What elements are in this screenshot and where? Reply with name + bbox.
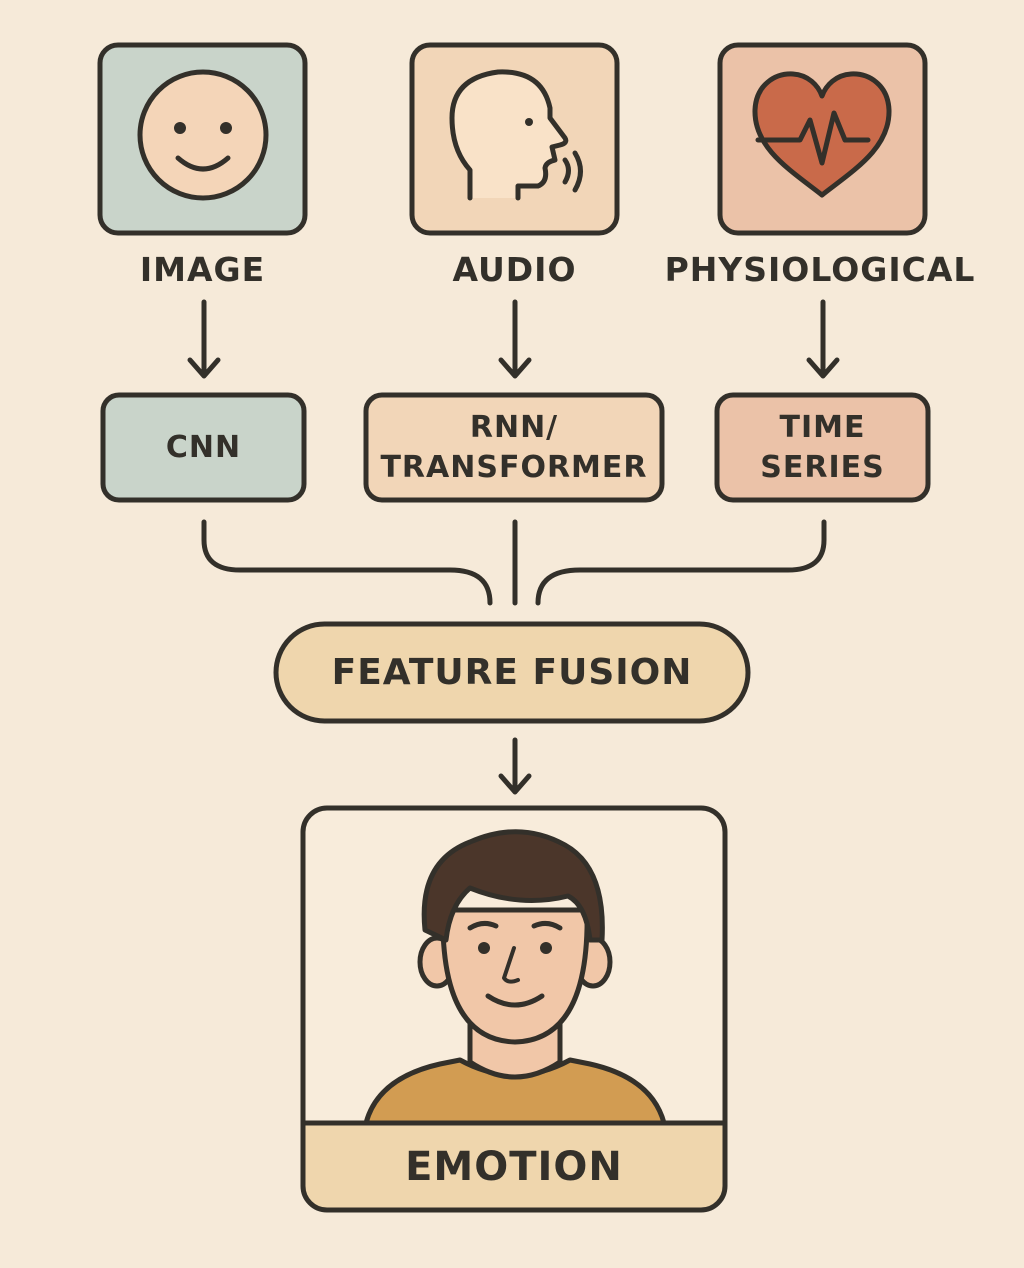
rnn-transformer-box: [363, 392, 665, 503]
merge-connectors: [201, 519, 827, 606]
transformer-label-line: TRANSFORMER: [380, 449, 648, 485]
audio-modality-box: [409, 42, 620, 236]
physiological-modality-box: [717, 42, 928, 236]
emotion-label-band: [303, 1123, 725, 1210]
feature-fusion-pill: [273, 621, 751, 724]
emotion-box-frame: [300, 805, 728, 1213]
feature-fusion-label: FEATURE FUSION: [276, 624, 748, 721]
rnn-label-line: RNN/: [469, 409, 559, 445]
series-label-line: SERIES: [760, 449, 885, 485]
cnn-box: [100, 392, 307, 503]
time-series-label: TIME SERIES: [717, 395, 928, 500]
arrow-fusion-to-emotion: [498, 737, 532, 795]
rnn-transformer-label: RNN/ TRANSFORMER: [366, 395, 662, 500]
modality-label-audio: AUDIO: [452, 250, 577, 289]
modality-label-image: IMAGE: [139, 250, 266, 289]
emotion-output-box: [300, 805, 728, 1213]
image-modality-box: [97, 42, 308, 236]
emotion-text: EMOTION: [405, 1144, 623, 1190]
speaking-head-icon: [449, 69, 583, 201]
cnn-label: CNN: [103, 395, 304, 500]
emotion-label: EMOTION: [303, 1126, 725, 1208]
time-label-line: TIME: [779, 409, 866, 445]
arrows-modality-to-model: [187, 299, 840, 379]
cnn-label-line: CNN: [165, 429, 242, 465]
smiling-person-icon: [363, 829, 667, 1123]
feature-fusion-text: FEATURE FUSION: [331, 652, 693, 693]
modality-label-physiological: PHYSIOLOGICAL: [664, 250, 976, 289]
heartbeat-heart-icon: [752, 71, 892, 198]
smiley-face-icon: [137, 69, 269, 201]
time-series-box: [714, 392, 931, 503]
